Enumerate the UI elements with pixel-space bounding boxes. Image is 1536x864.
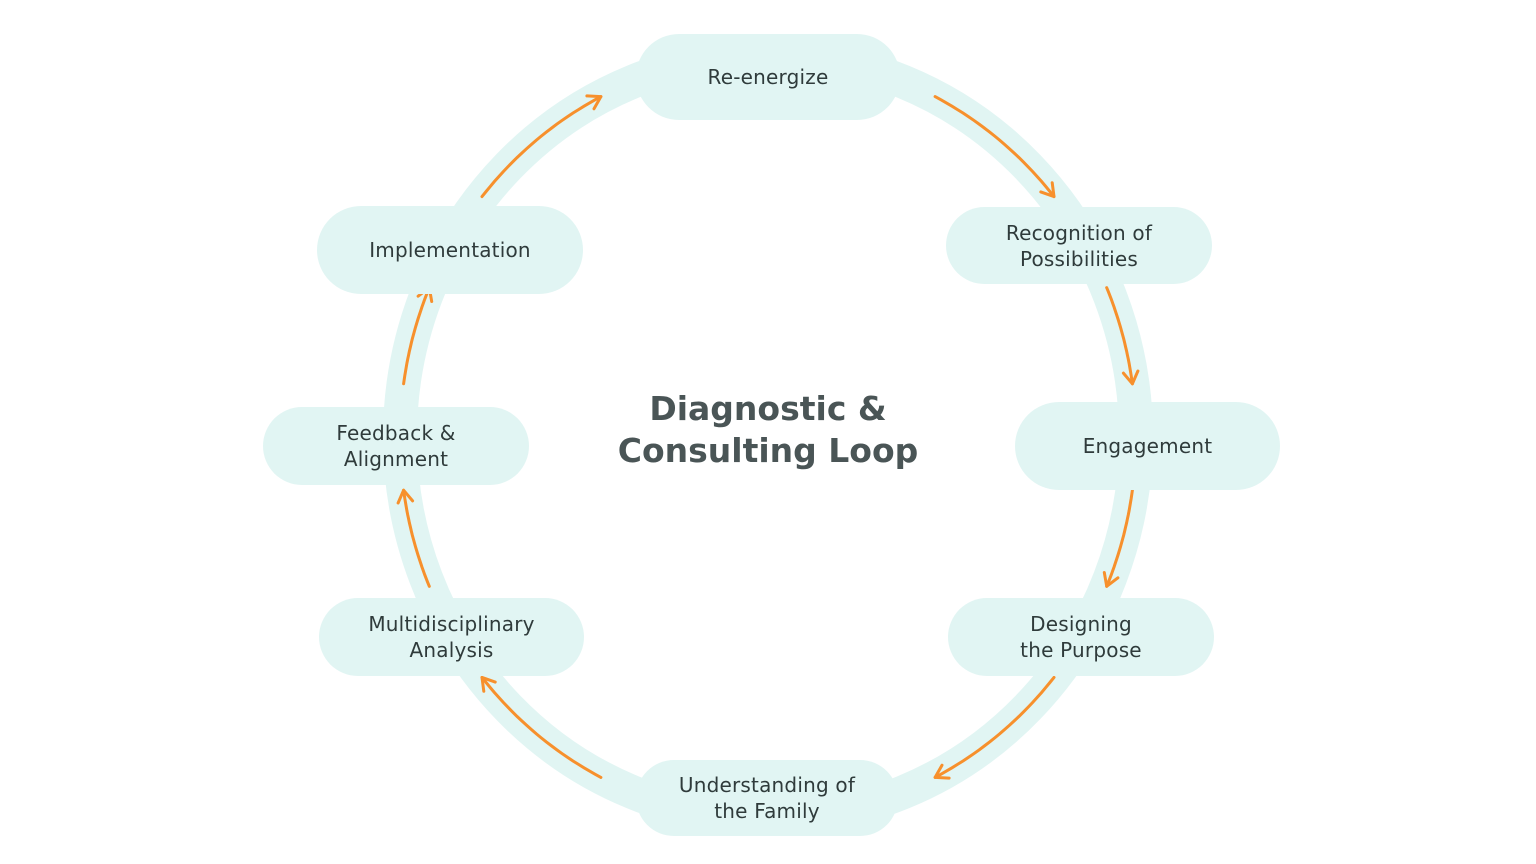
flow-arrow-3 [933, 675, 1056, 779]
flow-arrow-0 [933, 95, 1056, 199]
arrowhead-icon [933, 763, 951, 780]
step-recognition-of-possibilities: Recognition of Possibilities [946, 207, 1212, 284]
step-feedback-alignment: Feedback & Alignment [263, 407, 529, 485]
flow-arrow-7 [480, 95, 603, 199]
step-re-energize: Re-energize [636, 34, 900, 120]
arrowhead-icon [1102, 571, 1120, 588]
step-engagement: Engagement [1015, 402, 1280, 490]
arrowhead-icon [585, 94, 603, 111]
arrowhead-icon [1121, 369, 1140, 386]
flow-arrow-1 [1105, 286, 1134, 386]
arrowhead-icon [396, 488, 415, 505]
arrowhead-icon [480, 675, 497, 693]
step-understanding-of-the-family: Understanding of the Family [636, 760, 898, 836]
flow-arrows [396, 94, 1140, 780]
flow-arrow-6 [402, 286, 431, 386]
step-implementation: Implementation [317, 206, 583, 294]
diagram-title: Diagnostic & Consulting Loop [617, 389, 919, 470]
step-designing-the-purpose: Designing the Purpose [948, 598, 1214, 676]
arrowhead-icon [1039, 181, 1056, 199]
flow-arrow-2 [1105, 488, 1134, 588]
flow-arrow-5 [402, 488, 431, 588]
step-multidisciplinary-analysis: Multidisciplinary Analysis [319, 598, 584, 676]
flow-arrow-4 [480, 675, 603, 779]
